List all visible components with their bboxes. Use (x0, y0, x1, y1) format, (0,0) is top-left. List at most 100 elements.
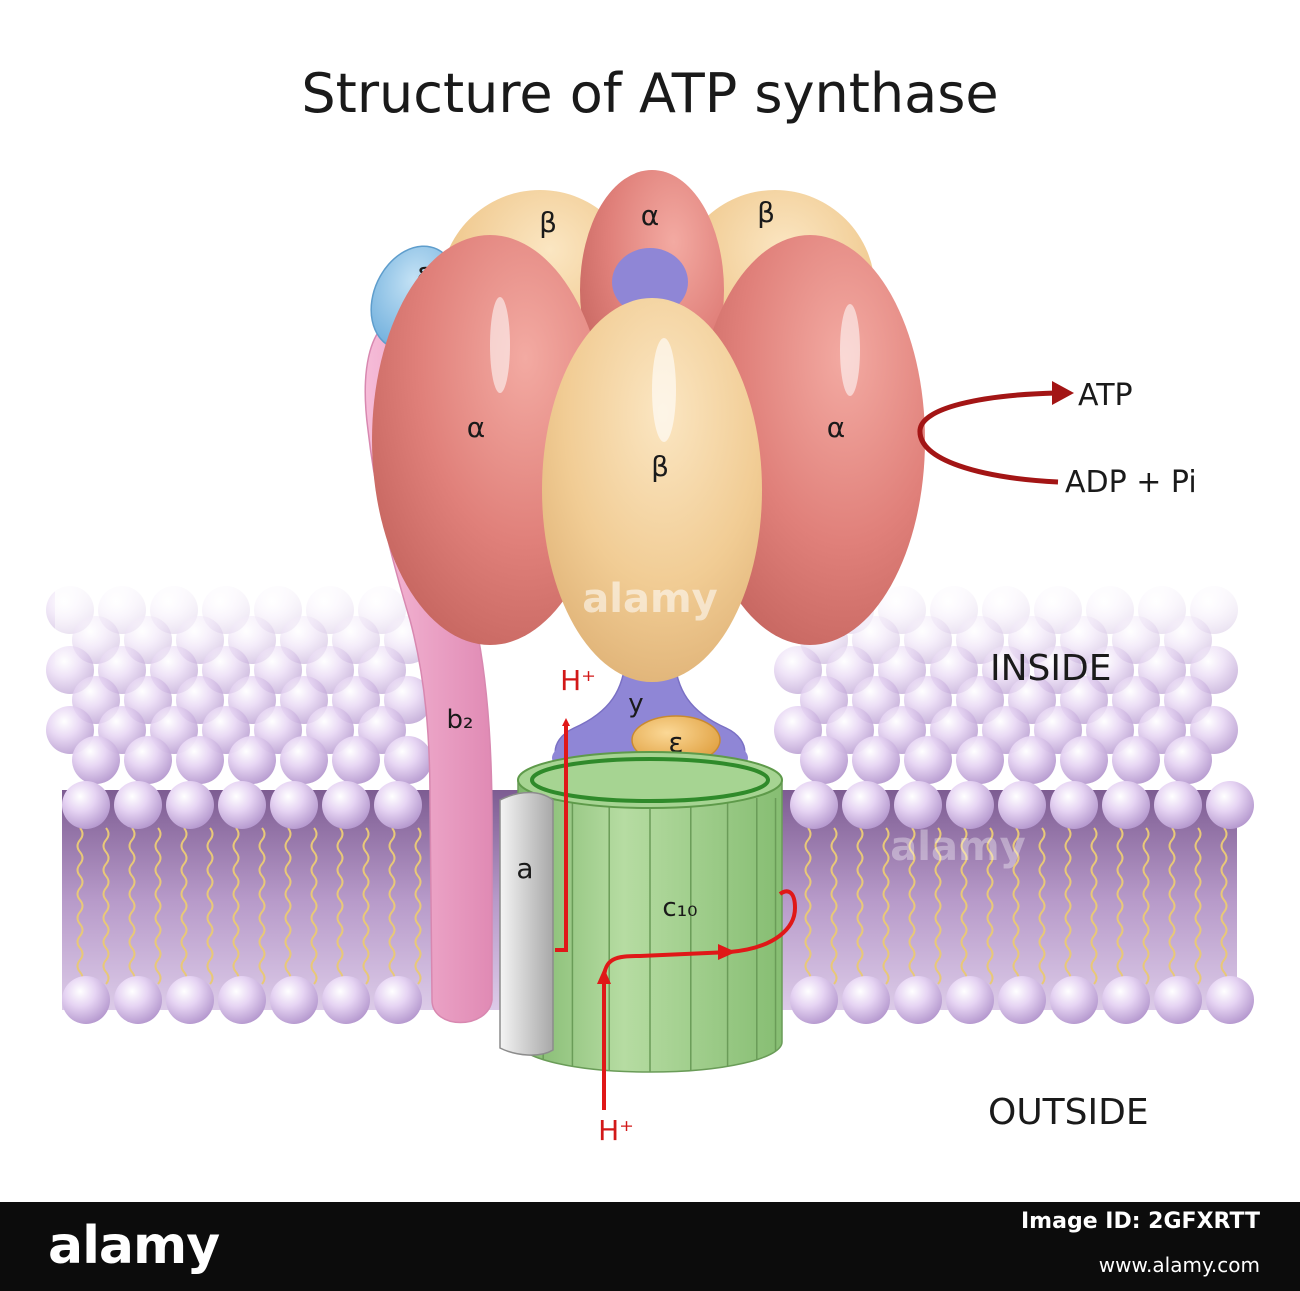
outside-label: OUTSIDE (988, 1092, 1149, 1133)
a-subunit (499, 791, 554, 1056)
lipid-head (228, 736, 276, 784)
lipid-tail (1012, 827, 1020, 985)
lipid-head (72, 736, 120, 784)
alpha-right-highlight (840, 304, 860, 396)
lipid-head (946, 976, 994, 1024)
c10-ring: c₁₀ (517, 751, 783, 1073)
lipid-tail (362, 827, 370, 985)
footer-site: www.alamy.com (1098, 1253, 1260, 1277)
lipid-head (322, 976, 370, 1024)
lipid-head (218, 781, 266, 829)
lipid-tail (1168, 827, 1176, 985)
proton-label-bottom: H⁺ (598, 1114, 634, 1147)
lipid-tail (934, 827, 942, 985)
atp-arrow-head (1052, 381, 1074, 405)
proton-path-upper (555, 718, 570, 952)
beta-front-highlight (652, 338, 676, 442)
lipid-head (842, 976, 890, 1024)
proton-arrow-head-right (718, 944, 736, 960)
lipid-head (1112, 736, 1160, 784)
watermark-center: alamy (582, 576, 717, 622)
lipid-head (894, 781, 942, 829)
adp-pi-label: ADP + Pi (1065, 465, 1197, 500)
lipid-head (1008, 736, 1056, 784)
lipid-tail (1090, 827, 1098, 985)
lipid-tail (284, 827, 292, 985)
atp-label: ATP (1078, 378, 1133, 413)
beta-subunit-front (542, 298, 762, 682)
lipid-head (1050, 781, 1098, 829)
lipid-tail (960, 827, 968, 985)
lipid-head (166, 781, 214, 829)
lipid-head (1206, 781, 1254, 829)
lipid-head (384, 736, 432, 784)
lipid-tail (804, 827, 812, 985)
lipid-head (1206, 976, 1254, 1024)
b2-label: b₂ (447, 705, 474, 735)
lipid-tail (102, 827, 110, 985)
lipid-tail (206, 827, 214, 985)
lipid-tail (258, 827, 266, 985)
lipid-head (842, 781, 890, 829)
atp-reaction-arrow (917, 390, 1059, 485)
lipid-tail (1064, 827, 1072, 985)
lipid-head (998, 976, 1046, 1024)
lipid-head (62, 781, 110, 829)
lipid-tail (882, 827, 890, 985)
lipid-head (374, 976, 422, 1024)
gamma-label: y (628, 689, 643, 719)
lipid-tail (1142, 827, 1150, 985)
alpha-label-left: α (467, 411, 485, 444)
lipid-head (1060, 736, 1108, 784)
c10-ring-top (517, 751, 783, 809)
lipid-head (166, 976, 214, 1024)
proton-arrow-head-up (597, 968, 611, 984)
alpha-label-back: α (641, 199, 659, 232)
lipid-tail (830, 827, 838, 985)
lipid-tail (310, 827, 318, 985)
proton-path-lower (602, 889, 798, 1110)
lipid-head (176, 736, 224, 784)
lipid-head (790, 781, 838, 829)
beta-label-front: β (651, 450, 669, 483)
lipid-head (1102, 976, 1150, 1024)
lipid-head (124, 736, 172, 784)
lipid-head (374, 781, 422, 829)
lipid-tail (856, 827, 864, 985)
c10-label: c₁₀ (662, 893, 697, 923)
lipid-head (1164, 736, 1212, 784)
footer-image-id: Image ID: 2GFXRTT (1020, 1209, 1260, 1234)
lipid-tail (388, 827, 396, 985)
lipid-tail (180, 827, 188, 985)
lipid-tail (154, 827, 162, 985)
beta-label-back-right: β (757, 196, 775, 229)
watermark-right: alamy (890, 824, 1025, 870)
lipid-head (956, 736, 1004, 784)
proton-label-top: H⁺ (560, 664, 596, 697)
lipid-head (322, 781, 370, 829)
lipid-head (114, 781, 162, 829)
lipid-tail (232, 827, 240, 985)
lipid-tail (1038, 827, 1046, 985)
lipid-tails (76, 827, 1228, 985)
lipid-head (332, 736, 380, 784)
lipid-head (218, 976, 266, 1024)
lipid-heads-upper (62, 781, 1254, 829)
lipid-head (1154, 976, 1202, 1024)
lipid-tail (986, 827, 994, 985)
lipid-head (1154, 781, 1202, 829)
lipid-head (894, 976, 942, 1024)
lipid-tail (128, 827, 136, 985)
lipid-head (280, 736, 328, 784)
lipid-head (852, 736, 900, 784)
beta-label-back-left: β (539, 206, 557, 239)
a-label: a (516, 852, 533, 885)
alpha-left-highlight (490, 297, 510, 393)
lipid-head (800, 736, 848, 784)
diagram-title: Structure of ATP synthase (301, 62, 998, 125)
lipid-head (114, 976, 162, 1024)
c10-rotation-arrow (530, 757, 770, 803)
alpha-label-right: α (827, 411, 845, 444)
lipid-tail (908, 827, 916, 985)
